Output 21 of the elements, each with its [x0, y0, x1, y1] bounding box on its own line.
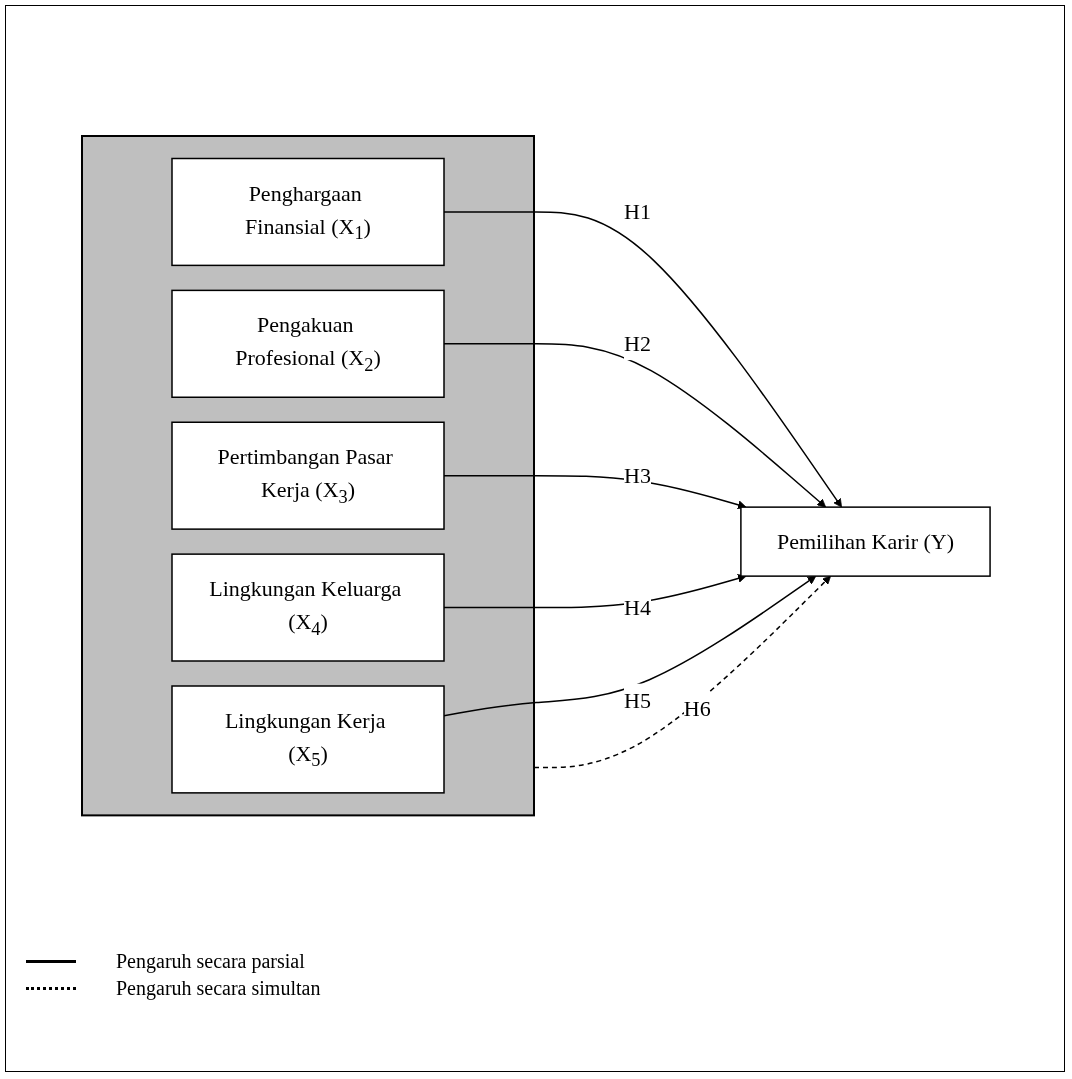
edge-label: H6 [683, 695, 711, 721]
node-box: Penghargaan Finansial (X$_{1}$) [171, 158, 445, 267]
arrow [443, 576, 817, 717]
edge-label: H4 [623, 595, 651, 621]
cluster [80, 135, 535, 817]
arrow [443, 574, 747, 609]
arrow [443, 475, 747, 510]
node-box: Pemilihan Karir (Y) [740, 506, 991, 578]
arrow [443, 343, 827, 508]
node-box: Lingkungan Keluarga (X$_{4}$) [171, 553, 445, 663]
edge-label: H5 [623, 687, 651, 713]
node-box: Lingkungan Kerja (X$_{5}$) [171, 685, 445, 794]
legend-text: Pengaruh secara parsial [116, 950, 305, 973]
arrow [443, 211, 842, 508]
edge-label: H1 [623, 199, 651, 225]
arrow [533, 576, 831, 769]
node-box: Pengakuan Profesional (X$_{2}$) [171, 289, 445, 399]
edge-label: H3 [623, 463, 651, 489]
node-box: Pertimbangan Pasar Kerja (X$_{3}$) [171, 421, 445, 531]
edge-label: H2 [623, 331, 651, 357]
legend-text: Pengaruh secara simultan [116, 977, 321, 1000]
